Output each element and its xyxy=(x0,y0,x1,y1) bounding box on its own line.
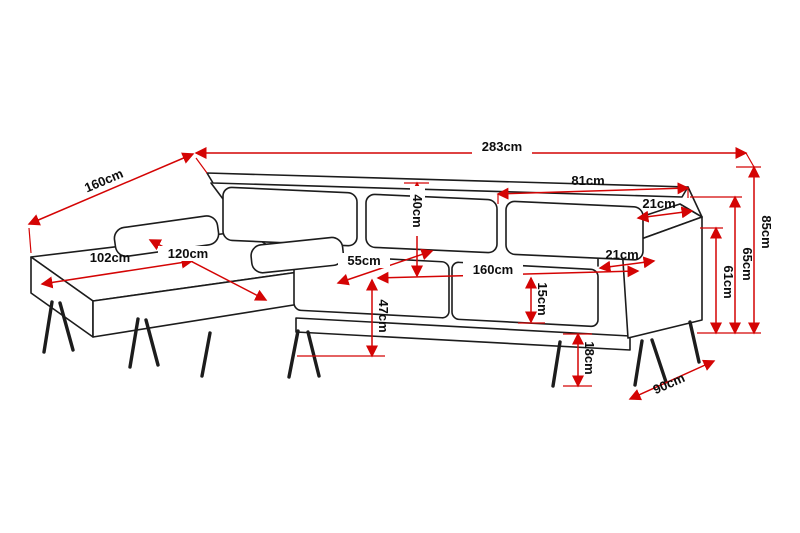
label-bg xyxy=(158,246,218,261)
dim-label-back-height: 65cm xyxy=(740,247,755,280)
dim-label-chaise-length: 160cm xyxy=(82,166,125,196)
sofa-leg xyxy=(128,317,140,369)
label-bg xyxy=(472,139,532,155)
dim-label-seat-height: 47cm xyxy=(376,299,391,332)
dim-label-chaise-seat-width: 102cm xyxy=(90,250,130,265)
dim-line-back-cushion-width xyxy=(496,182,690,200)
sofa-leg xyxy=(551,340,562,388)
dim-label-total-height: 85cm xyxy=(759,215,774,248)
back-cushion-2 xyxy=(365,193,498,254)
dim-label-total-depth: 90cm xyxy=(651,370,687,397)
dimension-lines xyxy=(27,147,761,401)
sofa-leg xyxy=(58,301,75,352)
sofa-base-front xyxy=(295,317,631,351)
sofa-leg xyxy=(633,339,644,387)
dim-label-cushion-thickness: 15cm xyxy=(535,282,550,315)
label-bg xyxy=(463,261,523,277)
back-cushion-1 xyxy=(222,186,358,247)
dim-label-back-cushion-height: 40cm xyxy=(410,194,425,227)
sofa-leg xyxy=(306,330,321,378)
dim-line-back-top-depth xyxy=(636,206,694,223)
sofa-leg xyxy=(287,329,300,379)
label-bg xyxy=(338,253,390,268)
dim-label-arm-height: 61cm xyxy=(721,265,736,298)
dim-label-inner-seat-width: 160cm xyxy=(473,262,513,277)
dim-ext xyxy=(28,227,32,254)
sofa-leg xyxy=(688,320,701,364)
dim-line-arm-width xyxy=(598,256,656,273)
dim-ext xyxy=(745,152,755,168)
sofa-back-right-edge xyxy=(687,186,703,218)
dim-label-back-cushion-width: 81cm xyxy=(571,173,604,188)
dim-label-back-top-depth: 21cm xyxy=(642,196,675,211)
dim-line-total-depth xyxy=(628,359,716,401)
dim-label-leg-height: 18cm xyxy=(582,341,597,374)
dim-line-chaise-length xyxy=(27,152,195,226)
sofa-leg xyxy=(200,331,212,378)
dim-ext xyxy=(195,157,208,174)
sofa-leg xyxy=(650,338,668,384)
sofa-outline xyxy=(30,172,703,388)
sofa-leg xyxy=(42,300,54,354)
dim-label-arm-width: 21cm xyxy=(605,247,638,262)
sofa-leg xyxy=(144,318,160,367)
dim-label-chaise-seat-length: 120cm xyxy=(168,246,208,261)
back-cushion-3 xyxy=(505,200,644,261)
dimension-labels: 283cm 160cm 81cm 21cm 85cm 65cm 61cm 102… xyxy=(82,139,774,397)
dim-label-overall-width: 283cm xyxy=(482,139,522,154)
label-bg xyxy=(410,186,425,236)
dim-label-seat-depth: 55cm xyxy=(347,253,380,268)
